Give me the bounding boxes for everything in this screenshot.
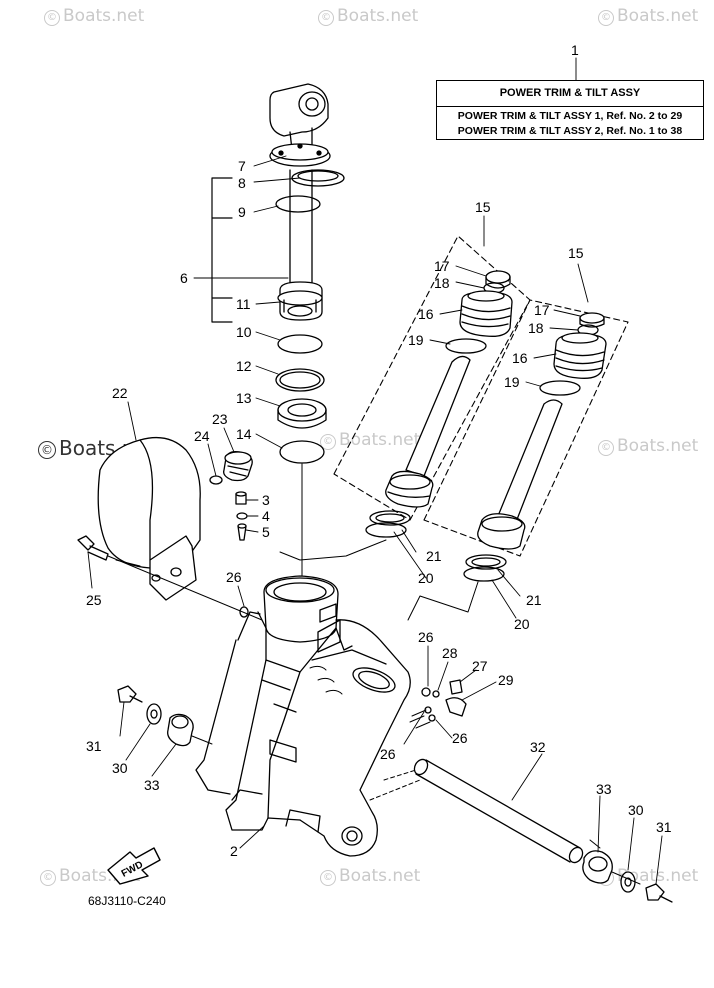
copyright-icon: © <box>44 10 60 26</box>
diagram-code: 68J3110-C240 <box>88 894 166 908</box>
callout-16b: 16 <box>512 350 528 366</box>
callout-4: 4 <box>262 508 270 524</box>
callout-5: 5 <box>262 524 270 540</box>
callout-23: 23 <box>212 411 228 427</box>
callout-20a: 20 <box>418 570 434 586</box>
callout-15a: 15 <box>475 199 491 215</box>
copyright-icon: © <box>40 870 56 886</box>
callout-24: 24 <box>194 428 210 444</box>
callout-33b: 33 <box>596 781 612 797</box>
trim-ram-1 <box>385 270 513 508</box>
parts-box-row-2: POWER TRIM & TILT ASSY 2, Ref. No. 1 to … <box>457 125 683 137</box>
watermark-top-left: ©Boats.net <box>44 6 144 26</box>
callout-17b: 17 <box>534 302 550 318</box>
callout-26d: 26 <box>452 730 468 746</box>
callout-33a: 33 <box>144 777 160 793</box>
parts-box-row-1: POWER TRIM & TILT ASSY 1, Ref. No. 2 to … <box>457 110 683 122</box>
callout-7: 7 <box>238 158 246 174</box>
watermark-right: ©Boats.net <box>598 436 698 456</box>
copyright-icon: © <box>318 10 334 26</box>
callout-18a: 18 <box>434 275 450 291</box>
callout-26a: 26 <box>226 569 242 585</box>
callout-1: 1 <box>571 42 579 58</box>
copyright-icon: © <box>320 870 336 886</box>
tilt-pin-tube <box>369 758 584 864</box>
callout-20b: 20 <box>514 616 530 632</box>
callout-12: 12 <box>236 358 252 374</box>
callout-25: 25 <box>86 592 102 608</box>
motor-cover <box>97 436 201 601</box>
callout-28: 28 <box>442 645 458 661</box>
callout-8: 8 <box>238 175 246 191</box>
tilt-rod-assembly <box>269 83 345 579</box>
callout-31a: 31 <box>86 738 102 754</box>
callout-27: 27 <box>472 658 488 674</box>
callout-26c: 26 <box>380 746 396 762</box>
callout-14: 14 <box>236 426 252 442</box>
copyright-icon: © <box>598 440 614 456</box>
callout-10: 10 <box>236 324 252 340</box>
copyright-icon: © <box>598 10 614 26</box>
trim-ram-2 <box>477 312 607 550</box>
callout-30b: 30 <box>628 802 644 818</box>
callout-9: 9 <box>238 204 246 220</box>
callout-16a: 16 <box>418 306 434 322</box>
callout-11: 11 <box>236 296 251 312</box>
parts-box-title: POWER TRIM & TILT ASSY <box>437 81 703 107</box>
callout-26b: 26 <box>418 629 434 645</box>
callout-6: 6 <box>180 270 188 286</box>
callout-19a: 19 <box>408 332 424 348</box>
cylinder-housing <box>195 575 411 857</box>
callout-30a: 30 <box>112 760 128 776</box>
callout-32: 32 <box>530 739 546 755</box>
parts-title-box: POWER TRIM & TILT ASSY POWER TRIM & TILT… <box>436 80 704 140</box>
callout-13: 13 <box>236 390 252 406</box>
callout-21b: 21 <box>526 592 542 608</box>
watermark-middle: ©Boats.net <box>320 430 420 450</box>
watermark-top-right: ©Boats.net <box>598 6 698 26</box>
callout-2: 2 <box>230 843 238 859</box>
callout-22: 22 <box>112 385 128 401</box>
callout-31b: 31 <box>656 819 672 835</box>
callout-15b: 15 <box>568 245 584 261</box>
callout-18b: 18 <box>528 320 544 336</box>
callout-3: 3 <box>262 492 270 508</box>
callout-29: 29 <box>498 672 514 688</box>
callout-21a: 21 <box>426 548 442 564</box>
callout-17a: 17 <box>434 258 450 274</box>
watermark-bottom-center: ©Boats.net <box>320 866 420 886</box>
watermark-top-center: ©Boats.net <box>318 6 418 26</box>
callout-19b: 19 <box>504 374 520 390</box>
copyright-icon: © <box>38 441 56 459</box>
copyright-icon: © <box>320 434 336 450</box>
